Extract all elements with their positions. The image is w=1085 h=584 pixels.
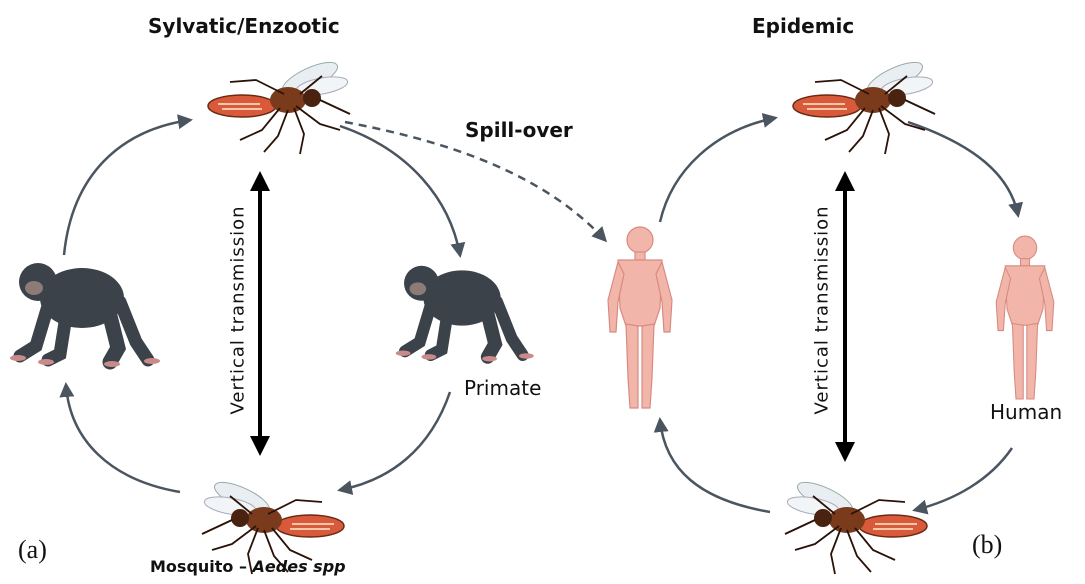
mosquito-top-left-icon [208,56,350,154]
vertical-transmission-label-left: Vertical transmission [228,215,249,415]
arrow-human-to-mosquito-bottom [915,448,1012,510]
mosquito-bottom-right-icon [785,476,927,574]
vertical-transmission-label-right: Vertical transmission [812,215,833,415]
mosquito-caption-genus: Aedes spp [253,557,346,576]
arrow-mosquito-to-human-left [660,420,770,512]
human-left-icon [608,227,672,408]
primate-right-icon [396,266,534,362]
mosquito-caption-prefix: Mosquito – [150,557,253,576]
sylvatic-cycle [10,56,534,574]
epidemic-title: Epidemic [752,14,854,38]
human-right-icon [996,236,1054,399]
spill-over-label: Spill-over [465,118,573,142]
arrow-human-to-mosquito [660,118,775,222]
sylvatic-title: Sylvatic/Enzootic [148,14,340,38]
panel-label-a: (a) [18,535,47,565]
panel-label-b: (b) [972,530,1002,560]
human-label: Human [990,400,1062,424]
arrow-primate-to-mosquito [64,120,190,255]
mosquito-caption: Mosquito – Aedes spp [150,557,346,576]
arrow-mosquito-to-human [908,122,1018,215]
primate-label: Primate [464,376,541,400]
mosquito-top-right-icon [793,56,935,154]
arrow-primate-to-mosquito-bottom [340,392,450,490]
arrow-mosquito-to-primate-left [66,385,180,492]
primate-left-icon [10,263,160,367]
